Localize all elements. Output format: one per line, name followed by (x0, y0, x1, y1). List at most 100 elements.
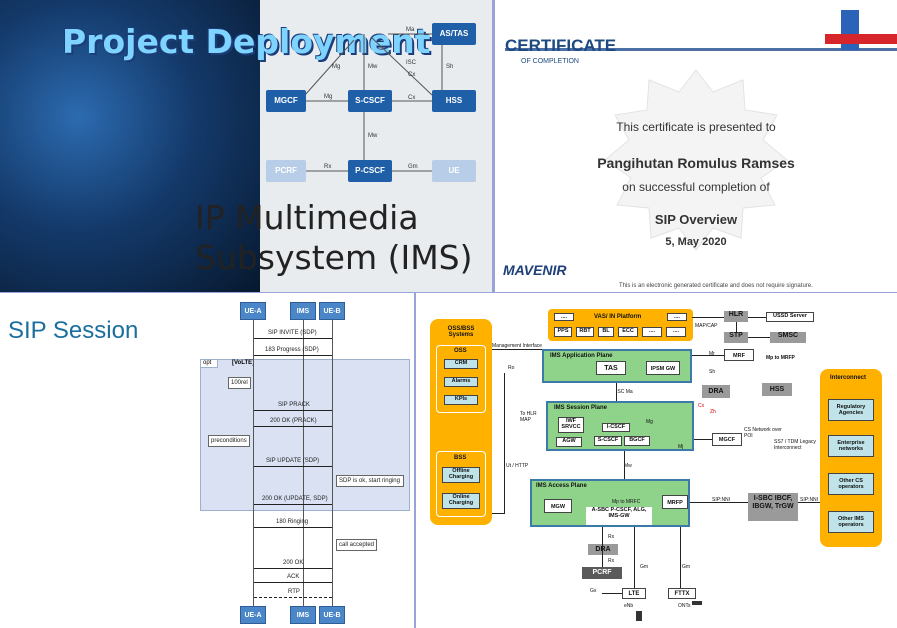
node-ue-b: UE-B (319, 302, 345, 320)
session-plane-title: IMS Session Plane (554, 405, 608, 411)
ims-big-title: IP Multimedia Subsystem (IMS) (195, 198, 473, 279)
bl-box: BL (598, 327, 614, 337)
arrow-invite (254, 338, 332, 339)
msg-200-update: 200 OK (UPDATE, SDP) (262, 496, 328, 502)
iwf-srvcc-box: IWF SRVCC (558, 417, 584, 433)
interconnect-title: Interconnect (830, 375, 867, 381)
pcrf-box: PCRF (266, 160, 306, 182)
i-sbc-box: I-SBC IBCF, IBGW, TrGW (748, 493, 798, 521)
certificate-subheading: OF COMPLETION (521, 58, 579, 65)
note-preconditions: preconditions (208, 435, 250, 447)
connector (736, 322, 737, 332)
link-label: Mw (368, 133, 378, 139)
connector (692, 317, 724, 318)
ims-network-architecture-panel: OSS/BSS Systems OSS CRM Alarms KPIs BSS … (416, 293, 897, 628)
presented-text: This certificate is presented to (616, 120, 776, 134)
hlr-box: HLR (724, 311, 748, 322)
smsc-box: SMSC (770, 332, 806, 343)
pcrf-box: PCRF (582, 567, 622, 579)
application-plane-title: IMS Application Plane (550, 353, 613, 359)
node-ims: IMS (290, 302, 316, 320)
lifeline-ue-b (332, 320, 333, 606)
connector (624, 451, 625, 479)
zh-label: Zh (710, 409, 716, 415)
lifeline-ue-a (253, 320, 254, 606)
completion-date: 5, May 2020 (665, 236, 727, 248)
note-100rel: 100rel (228, 377, 251, 389)
note-call-accepted: call accepted (336, 539, 378, 551)
arrow-200-prack (254, 426, 332, 427)
certificate-heading: CERTIFICATE (505, 36, 617, 55)
ussd-server-box: USSD Server (766, 312, 814, 322)
msg-200-ok: 200 OK (283, 560, 304, 566)
arrow-183 (254, 355, 332, 356)
msg-invite: SIP INVITE (SDP) (268, 330, 317, 336)
connector (616, 383, 617, 401)
oss-bss-title: OSS/BSS Systems (447, 326, 475, 338)
i-cscf-box: I-CSCF (602, 423, 630, 432)
arrow-200-update (254, 504, 332, 505)
pps-box: PPS (554, 327, 572, 337)
msg-update: SIP UPDATE (SDP) (266, 458, 320, 464)
sip-session-panel: SIP Session opt [VoLTE] UE-A IMS UE-B UE… (0, 293, 414, 628)
node-ue-b-bottom: UE-B (319, 606, 345, 624)
connector (798, 502, 820, 503)
vas-item: .... (554, 313, 574, 321)
lifeline-ims (303, 320, 304, 606)
bgcf-box: BGCF (624, 436, 650, 446)
gm2-label: Gm (682, 564, 691, 570)
vas-item: .... (642, 327, 662, 337)
oss-group (436, 345, 486, 413)
link-label: Mg (324, 94, 333, 100)
link-label: Ma (406, 27, 415, 33)
arrow-180 (254, 527, 332, 528)
connector (634, 527, 635, 588)
node-ue-a: UE-A (240, 302, 266, 320)
ims-architecture-diagram: AS/TAS MGCF S-CSCF HSS PCRF P-CSCF UE Ma… (260, 0, 492, 190)
link-label: Rx (324, 164, 332, 170)
regulatory-agencies-box: Regulatory Agencies (828, 399, 874, 421)
connector (694, 439, 712, 440)
s-cscf-box: S-CSCF (348, 90, 392, 112)
mrfp-box: MRFP (662, 495, 688, 509)
mg-label: Mg (646, 419, 653, 425)
mgcf-box: MGCF (712, 433, 742, 446)
ims-title-line2: Subsystem (IMS) (195, 238, 473, 278)
link-label: Gm (408, 164, 418, 170)
note-sdp-ok: SDP is ok, start ringing (336, 475, 404, 487)
link-label: Mg (332, 64, 341, 70)
bss-group (436, 451, 486, 517)
s-cscf-box: S-CSCF (594, 436, 622, 446)
ue-box: UE (432, 160, 476, 182)
volte-guard: [VoLTE] (232, 360, 255, 366)
as-tas-box: AS/TAS (432, 23, 476, 45)
enb-label: eNb (624, 603, 634, 609)
sip-nni-label-2: SIP:NNI (800, 497, 819, 503)
tas-box: TAS (596, 361, 626, 375)
mp-to-mrfc-label: Mp to MRFC (612, 499, 641, 505)
connector (692, 355, 724, 356)
mrf-box: MRF (724, 349, 754, 361)
to-hlr-map-label: To HLR MAP (520, 411, 537, 423)
connector (492, 513, 505, 514)
arrow-200-ok (254, 568, 332, 569)
ims-title-line1: IP Multimedia (195, 198, 419, 237)
enterprise-networks-box: Enterprise networks (828, 435, 874, 457)
connector (748, 337, 770, 338)
alarms-box: Alarms (444, 377, 478, 387)
ecc-box: ECC (618, 327, 638, 337)
futuristic-head-image (0, 0, 260, 292)
sh-label: Sh (709, 369, 716, 375)
corner-bar-blue (841, 10, 859, 50)
oss-bss-container (430, 319, 492, 525)
sip-nni-label: SIP:NNI (712, 497, 731, 503)
agw-box: AGW (556, 437, 582, 447)
vas-title: VAS/ IN Platform (594, 314, 642, 320)
link-label: Cx (408, 95, 416, 101)
recipient-name: Pangihutan Romulus Ramses (597, 155, 795, 171)
arrow-prack (254, 410, 332, 411)
mj-label: Mj (678, 444, 684, 450)
ro-label: Ro (508, 365, 515, 371)
connector (602, 593, 622, 594)
mr-label: Mr (709, 351, 715, 357)
